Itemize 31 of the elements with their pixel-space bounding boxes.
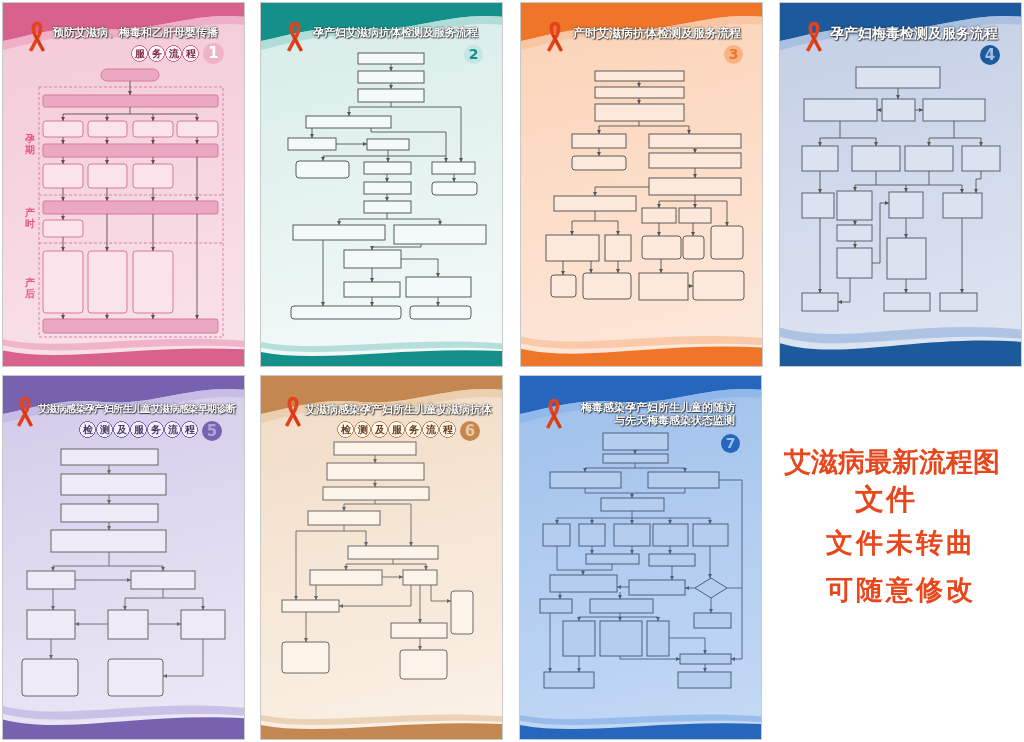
poster-panel [2,2,245,367]
poster-title: 孕产妇梅毒检测及服务流程 [830,25,998,42]
poster-title: 预防艾滋病、梅毒和乙肝母婴传播 [53,27,218,40]
promo-text: 文件 [855,484,917,516]
poster-panel [779,2,1022,367]
poster-subtitle: 服务流程 [131,45,199,62]
page-number: 4 [980,45,1000,65]
poster-subtitle: 检测及服务流程 [337,421,456,438]
promo-text: 文件未转曲 [826,528,976,558]
poster-panel [260,375,503,740]
page-number: 1 [203,43,224,64]
poster-title: 孕产妇艾滋病抗体检测及服务流程 [313,27,478,40]
poster-subtitle: 检测及服务流程 [79,421,198,438]
page-number: 6 [460,421,480,441]
promo-text: 可随意修改 [826,575,976,605]
poster-title: 产时艾滋病抗体检测及服务流程 [573,27,741,41]
poster-panel [520,2,763,367]
page-number: 7 [721,434,740,453]
page-number: 5 [202,421,222,441]
promo-text: 艾滋病最新流程图 [784,447,1000,477]
poster-panel [260,2,503,367]
section-label: 产后 [25,277,35,299]
poster-panel [519,375,762,740]
section-label: 孕期 [25,133,35,155]
poster-panel [2,375,245,740]
page-number: 3 [724,45,743,64]
section-label: 产时 [25,207,35,229]
page-number: 2 [464,45,483,64]
poster-title: 艾滋病感染孕产妇所生儿童艾滋病感染早期诊断 [38,403,236,415]
poster-title: 梅毒感染孕产妇所生儿童的随访与先天梅毒感染状态监测 [580,402,735,428]
poster-title: 艾滋病感染孕产妇所生儿童艾滋病抗体 [305,403,492,416]
